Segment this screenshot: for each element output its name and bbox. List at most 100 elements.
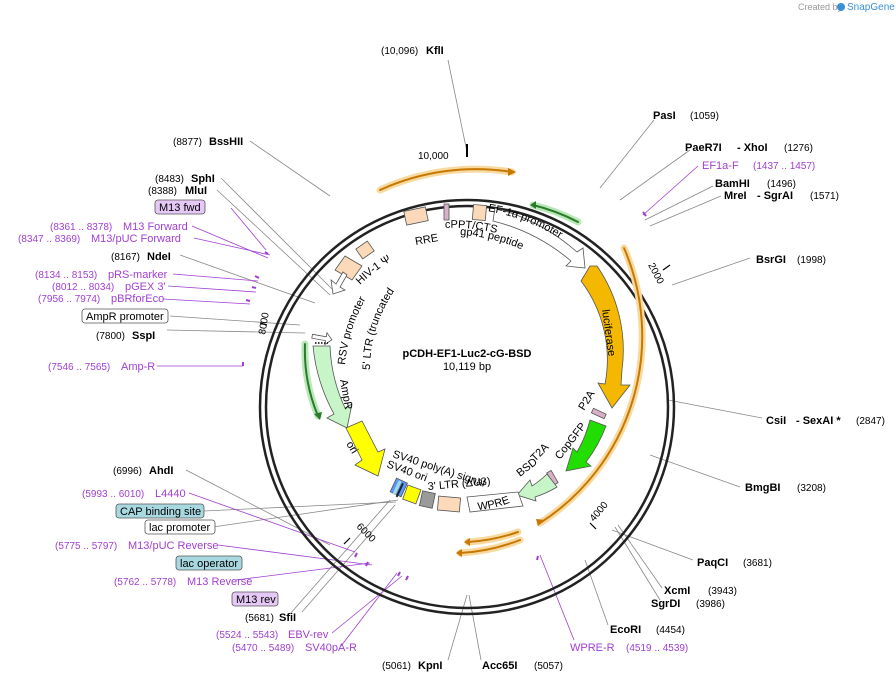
primer-pgex3-name[interactable]: pGEX 3': [125, 281, 166, 293]
box-capsite-label: CAP binding site: [120, 506, 201, 518]
box-m13rev-label: M13 rev: [236, 594, 276, 606]
site-xhoi-name[interactable]: - XhoI: [737, 142, 768, 154]
site-bsshii-name[interactable]: BssHII: [209, 136, 243, 148]
tick-label-4000: 4000: [588, 499, 611, 523]
box-m13fwd-label: M13 fwd: [159, 202, 201, 214]
site-kpni-pos: (5061): [382, 661, 411, 672]
ampr-promoter-feature: [311, 331, 333, 346]
site-pasi-name[interactable]: PasI: [653, 110, 676, 122]
hiv-psi-label: HIV-1 Ψ: [354, 253, 393, 287]
box-lacpromoter[interactable]: [144, 519, 216, 535]
site-bsrgi-name[interactable]: BsrGI: [756, 254, 786, 266]
site-bmgbi-name[interactable]: BmgBI: [745, 482, 780, 494]
ltr3-label: 3' LTR (ΔU3): [427, 476, 491, 493]
site-ahdi-name[interactable]: AhdI: [149, 465, 173, 477]
orf-arcs: [301, 165, 646, 557]
leader-lines: [166, 59, 763, 661]
site-sspi-name[interactable]: SspI: [132, 330, 155, 342]
site-sfii-pos: (5681): [245, 613, 274, 624]
box-amprpromoter[interactable]: [81, 308, 169, 324]
primer-m13fwd-name[interactable]: M13 Forward: [123, 221, 188, 233]
site-paer7i-name[interactable]: PaeR7I: [685, 142, 722, 154]
primer-wprer-pos: (4519 .. 4539): [626, 643, 688, 654]
site-kfli-name[interactable]: KflI: [426, 45, 444, 57]
site-bsshii-pos: (8877): [173, 137, 202, 148]
box-m13fwd[interactable]: [154, 199, 206, 215]
primer-ef1af-name[interactable]: EF1a-F: [702, 160, 739, 172]
rre-feature: [403, 206, 429, 226]
primer-ticks: [242, 211, 647, 581]
site-sphi-name[interactable]: SphI: [191, 173, 215, 185]
tick-label-8000: 8000: [257, 311, 272, 335]
primer-m13pucrev-name[interactable]: M13/pUC Reverse: [128, 540, 218, 552]
primer-pbrforeco-name[interactable]: pBRforEco: [111, 293, 164, 305]
site-bamhi-pos: (1496): [767, 179, 796, 190]
site-mrei-name[interactable]: MreI: [724, 190, 747, 202]
site-bsrgi-pos: (1998): [797, 255, 826, 266]
luciferase-feature: [580, 265, 631, 409]
ampr-label: AmpR: [337, 378, 354, 410]
tick-8000: [259, 322, 268, 326]
site-bmgbi-pos: (3208): [797, 483, 826, 494]
site-sphi-pos: (8483): [155, 174, 184, 185]
primer-m13pucfwd-pos: (8347 .. 8369): [18, 234, 80, 245]
tick-label-2000: 2000: [645, 261, 665, 286]
ori-label: ori: [343, 439, 360, 456]
box-lacoperator[interactable]: [175, 555, 243, 571]
wpre-feature: [466, 491, 524, 513]
site-mlui-pos: (8388): [148, 186, 177, 197]
site-ahdi-pos: (6996): [113, 466, 142, 477]
site-paqci-name[interactable]: PaqCI: [697, 557, 728, 569]
primer-sv40par-pos: (5470 .. 5489): [232, 643, 294, 654]
primer-m13pucfwd-name[interactable]: M13/pUC Forward: [91, 233, 181, 245]
sv40-polya-feature: [418, 490, 436, 509]
site-sspi-pos: (7800): [96, 331, 125, 342]
snapgene-logo-icon: [837, 3, 845, 11]
site-kpni-name[interactable]: KpnI: [418, 660, 442, 672]
primer-m13rev-name[interactable]: M13 Reverse: [187, 576, 252, 588]
site-mlui-name[interactable]: MluI: [185, 185, 207, 197]
box-m13rev[interactable]: [231, 591, 279, 607]
site-bamhi-name[interactable]: BamHI: [715, 178, 750, 190]
primer-ampr-name[interactable]: Amp-R: [121, 361, 155, 373]
primer-prsmarker-pos: (8134 .. 8153): [35, 270, 97, 281]
site-csii-name[interactable]: CsiI: [766, 415, 786, 427]
site-xcmi-pos: (3943): [708, 586, 737, 597]
rsv-promoter-feature: [334, 255, 363, 281]
primer-sv40par-name[interactable]: SV40pA-R: [305, 642, 357, 654]
primer-l4440-name[interactable]: L4440: [155, 488, 186, 500]
primer-prsmarker-name[interactable]: pRS-marker: [108, 269, 168, 281]
site-xcmi-name[interactable]: XcmI: [664, 585, 690, 597]
snapgene-brand: SnapGene: [847, 2, 895, 13]
hiv-psi-feature: [355, 240, 375, 260]
cppt-feature: [471, 204, 488, 222]
primer-m13fwd-pos: (8361 .. 8378): [50, 222, 112, 233]
site-ndei-pos: (8167): [111, 252, 140, 263]
tick-label-10000: 10,000: [418, 151, 449, 162]
site-sgrdi-name[interactable]: SgrDI: [651, 598, 680, 610]
primer-wprer-name[interactable]: WPRE-R: [570, 642, 615, 654]
ltr5-feature: [330, 271, 348, 295]
box-capsite[interactable]: [115, 503, 205, 519]
primer-m13pucrev-pos: (5775 .. 5797): [55, 541, 117, 552]
site-csii-pos: (2847): [856, 416, 885, 427]
ef1a-promoter-feature: [492, 207, 586, 269]
primer-ebvrev-name[interactable]: EBV-rev: [288, 629, 329, 641]
plasmid-size: 10,119 bp: [443, 361, 491, 373]
site-sgrai-name[interactable]: - SgrAI: [757, 190, 793, 202]
sv40-ori-feature: [402, 484, 422, 505]
primer-m13rev-pos: (5762 .. 5778): [114, 577, 176, 588]
tick-label-6000: 6000: [354, 521, 378, 545]
site-ndei-name[interactable]: NdeI: [147, 251, 171, 263]
site-sfii-name[interactable]: SfiI: [279, 612, 296, 624]
primer-leader-lines: [157, 165, 699, 647]
site-sexai-name[interactable]: - SexAI *: [796, 415, 841, 427]
site-acc65i-name[interactable]: Acc65I: [482, 660, 517, 672]
site-sgrdi-pos: (3986): [696, 599, 725, 610]
site-paer7i-pos: (1276): [784, 143, 813, 154]
site-acc65i-pos: (5057): [534, 661, 563, 672]
primer-ampr-pos: (7546 .. 7565): [48, 362, 110, 373]
site-ecori-name[interactable]: EcoRI: [610, 624, 641, 636]
